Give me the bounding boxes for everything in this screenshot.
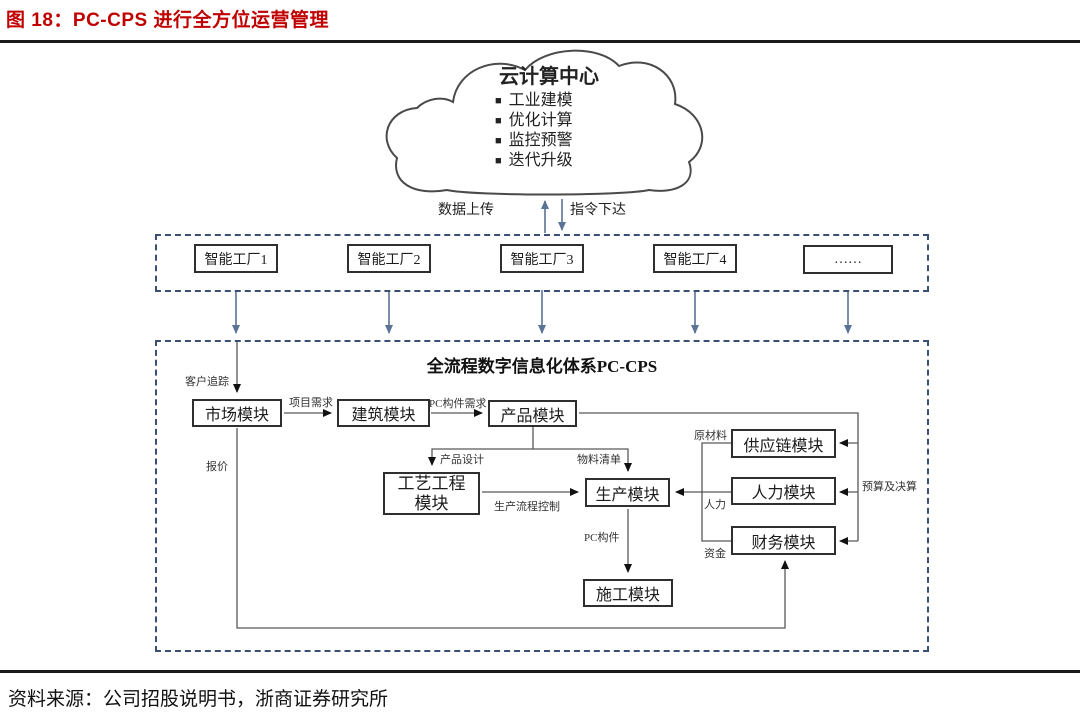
square-bullet-icon: ■ — [495, 135, 502, 147]
human-resource-module-box: 人力模块 — [731, 477, 836, 505]
figure-title: 图 18：PC-CPS 进行全方位运营管理 — [6, 10, 329, 31]
square-bullet-icon: ■ — [495, 115, 502, 127]
cloud-title: 云计算中心 — [499, 66, 599, 88]
module-flow-lines — [233, 342, 859, 629]
architecture-module-box: 建筑模块 — [337, 399, 430, 427]
pccps-title: 全流程数字信息化体系PC-CPS — [426, 357, 658, 376]
product-design-label: 产品设计 — [440, 454, 484, 466]
cloud-bullet-list: ■工业建模 ■优化计算 ■监控预警 ■迭代升级 — [495, 91, 573, 171]
production-process-control-label: 生产流程控制 — [494, 501, 560, 513]
smart-factory-4-box: 智能工厂4 — [653, 244, 737, 273]
source-note: 资料来源：公司招股说明书，浙商证券研究所 — [8, 689, 389, 710]
raw-material-label: 原材料 — [694, 430, 727, 442]
square-bullet-icon: ■ — [495, 155, 502, 167]
command-dispatch-label: 指令下达 — [570, 203, 626, 218]
budget-final-accounts-label: 预算及决算 — [862, 481, 917, 493]
pc-component-demand-label: PC构件需求 — [429, 398, 487, 410]
cloud-bullet: ■迭代升级 — [495, 152, 573, 169]
pccps-system-box: 全流程数字信息化体系PC-CPS — [155, 340, 929, 652]
smart-factory-band: 智能工厂1 智能工厂2 智能工厂3 智能工厂4 …… — [155, 234, 929, 292]
product-module-box: 产品模块 — [488, 400, 577, 427]
construction-module-box: 施工模块 — [583, 579, 673, 607]
square-bullet-icon: ■ — [495, 95, 502, 107]
cloud-bullet: ■工业建模 — [495, 92, 573, 109]
cloud-bullet: ■监控预警 — [495, 132, 573, 149]
smart-factory-2-box: 智能工厂2 — [347, 244, 431, 273]
production-module-box: 生产模块 — [585, 478, 670, 507]
smart-factory-1-box: 智能工厂1 — [194, 244, 278, 273]
quotation-label: 报价 — [206, 461, 228, 473]
market-module-box: 市场模块 — [192, 399, 282, 427]
cloud-computing-center: 云计算中心 ■工业建模 ■优化计算 ■监控预警 ■迭代升级 — [383, 44, 715, 197]
manpower-label: 人力 — [704, 499, 726, 511]
smart-factory-ellipsis-box: …… — [803, 245, 893, 274]
smart-factory-3-box: 智能工厂3 — [500, 244, 584, 273]
cloud-link-arrows — [232, 199, 852, 334]
process-engineering-module-box: 工艺工程 模块 — [383, 472, 480, 515]
project-demand-label: 项目需求 — [289, 397, 333, 409]
finance-module-box: 财务模块 — [731, 526, 836, 555]
capital-label: 资金 — [704, 548, 726, 560]
cloud-shape-icon — [385, 49, 704, 196]
pc-component-label: PC构件 — [584, 532, 620, 544]
data-upload-label: 数据上传 — [438, 203, 494, 218]
bill-of-materials-label: 物料清单 — [577, 454, 621, 466]
supply-chain-module-box: 供应链模块 — [731, 429, 836, 458]
cloud-bullet: ■优化计算 — [495, 112, 573, 129]
top-divider — [0, 40, 1080, 43]
customer-tracking-label: 客户追踪 — [185, 376, 229, 388]
bottom-divider — [0, 670, 1080, 673]
